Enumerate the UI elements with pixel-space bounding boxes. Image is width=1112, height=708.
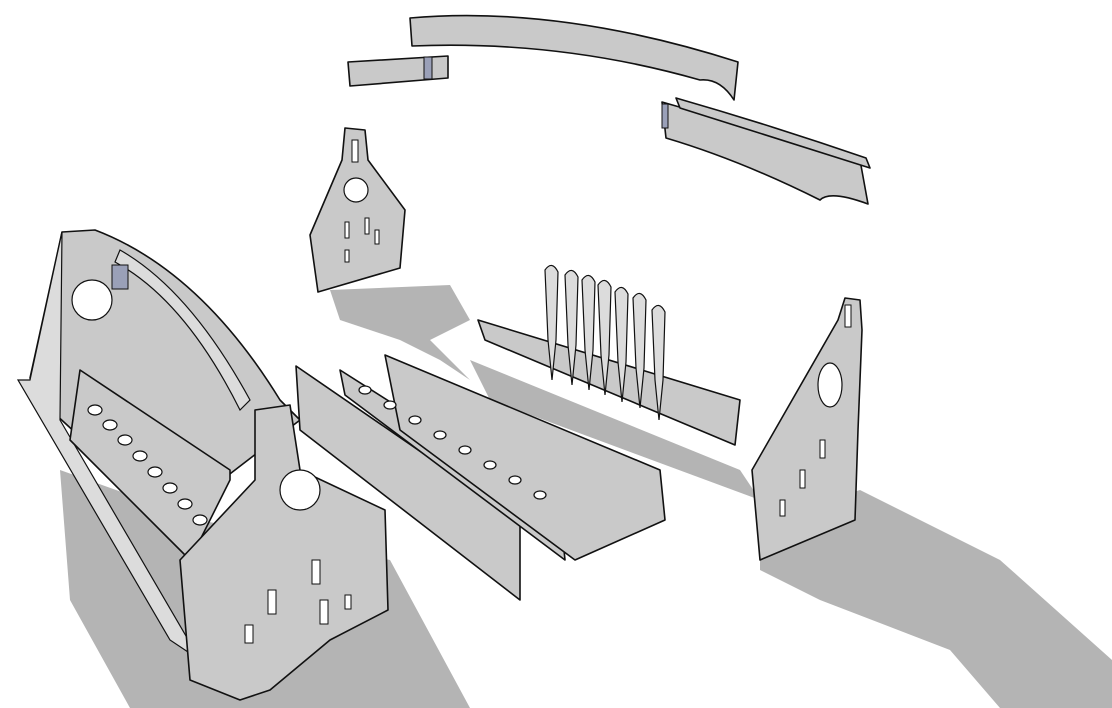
handle-arch-top bbox=[409, 14, 739, 101]
handle-arch-right-2 bbox=[675, 97, 871, 169]
slats bbox=[295, 319, 741, 601]
center-panel-shadow bbox=[330, 285, 470, 380]
tool-holes-row bbox=[87, 404, 208, 526]
slat-shadow bbox=[470, 360, 760, 500]
slat-holes bbox=[358, 385, 547, 500]
end-grain bbox=[423, 56, 433, 80]
chisels bbox=[544, 264, 666, 421]
assembled-tote bbox=[16, 229, 389, 701]
end-grain bbox=[661, 103, 669, 129]
right-end-panel bbox=[751, 297, 863, 561]
center-end-panel bbox=[309, 127, 406, 293]
right-panel-shadow bbox=[760, 490, 1112, 708]
handle-arch-short bbox=[347, 55, 449, 87]
